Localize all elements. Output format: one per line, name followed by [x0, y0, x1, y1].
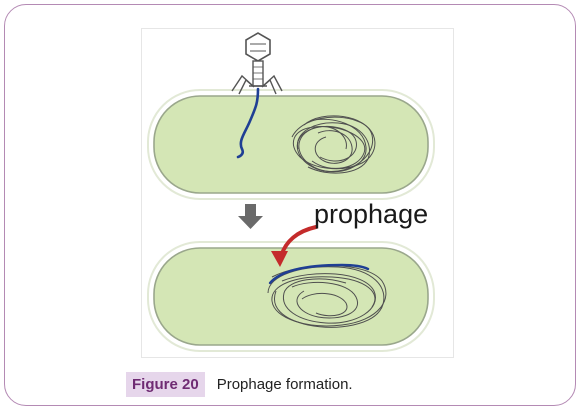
prophage-dna [268, 263, 370, 285]
figure-card: prophage Figure 20 Prophage formation. [4, 4, 576, 406]
diagram-svg [147, 32, 435, 352]
bacterium-top [147, 89, 435, 200]
prophage-pointer-arrow [271, 225, 318, 267]
phage-dna-injected [236, 87, 260, 159]
down-arrow [238, 204, 263, 229]
bacteriophage [231, 32, 283, 95]
figure-number-label: Figure 20 [126, 371, 205, 397]
prophage-label: prophage [314, 199, 429, 229]
chromosome-top [291, 115, 376, 174]
caption-text: Prophage formation. [216, 375, 353, 393]
figure-caption: Figure 20 Prophage formation. [126, 371, 353, 397]
bacterium-bottom [147, 241, 435, 352]
prophage-diagram: prophage [141, 28, 454, 358]
